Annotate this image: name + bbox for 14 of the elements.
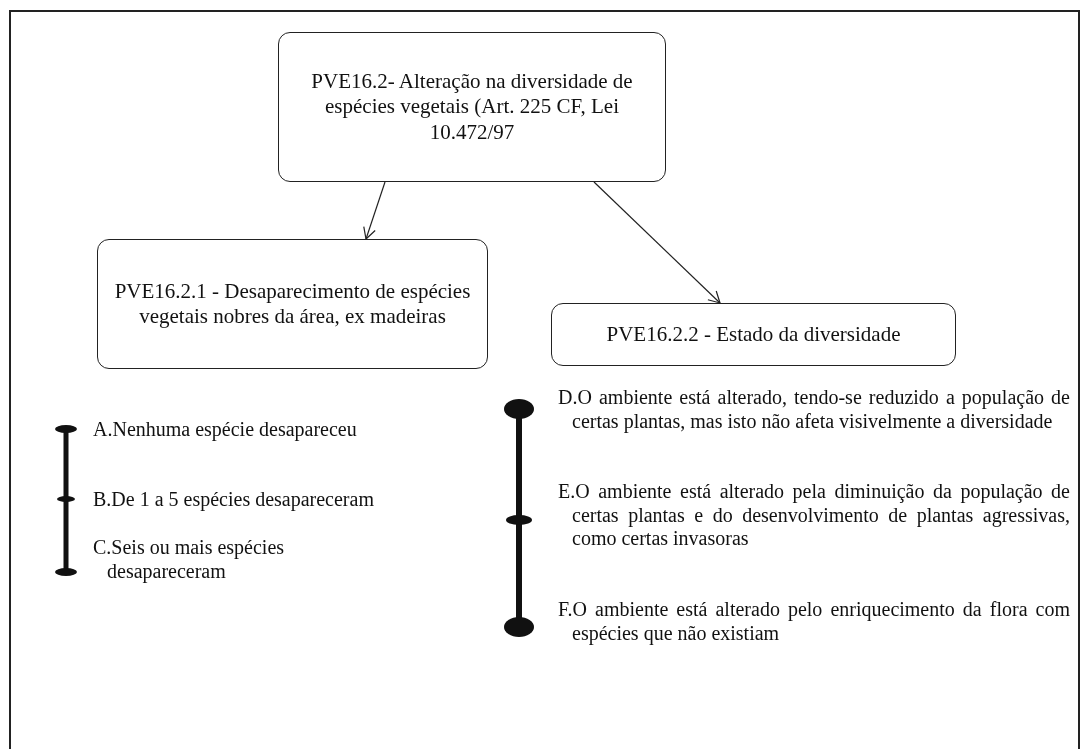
box-text: PVE16.2.2 - Estado da diversidade (606, 321, 901, 348)
option-text: E.O ambiente está alterado pela diminuição da população de certas plantas e do desenvolvimento de plantas agressivas, como certas invasoras (558, 480, 1070, 551)
option-text: C.Seis ou mais espécies desapareceram (93, 536, 286, 583)
arrow (363, 181, 386, 240)
box-text: PVE16.2.1 - Desaparecimento de espécies vegetais nobres da área, ex madeiras (113, 278, 472, 330)
rounded-box (97, 239, 488, 369)
option-text: F.O ambiente está alterado pelo enriquecimento da flora com espécies que não existiam (558, 598, 1070, 645)
option-text: A.Nenhuma espécie desapareceu (93, 418, 358, 442)
option-text: D.O ambiente está alterado, tendo-se reduzido a população de certas plantas, mas isto não afeta visivelmente a diversidade (558, 386, 1070, 433)
rounded-box (551, 303, 956, 366)
rounded-box (278, 32, 666, 182)
arrow (593, 181, 721, 304)
box-text: PVE16.2- Alteração na diversidade de espécies vegetais (Art. 225 CF, Lei 10.472/97 (310, 69, 634, 145)
option-text: B.De 1 a 5 espécies desapareceram (93, 488, 375, 512)
